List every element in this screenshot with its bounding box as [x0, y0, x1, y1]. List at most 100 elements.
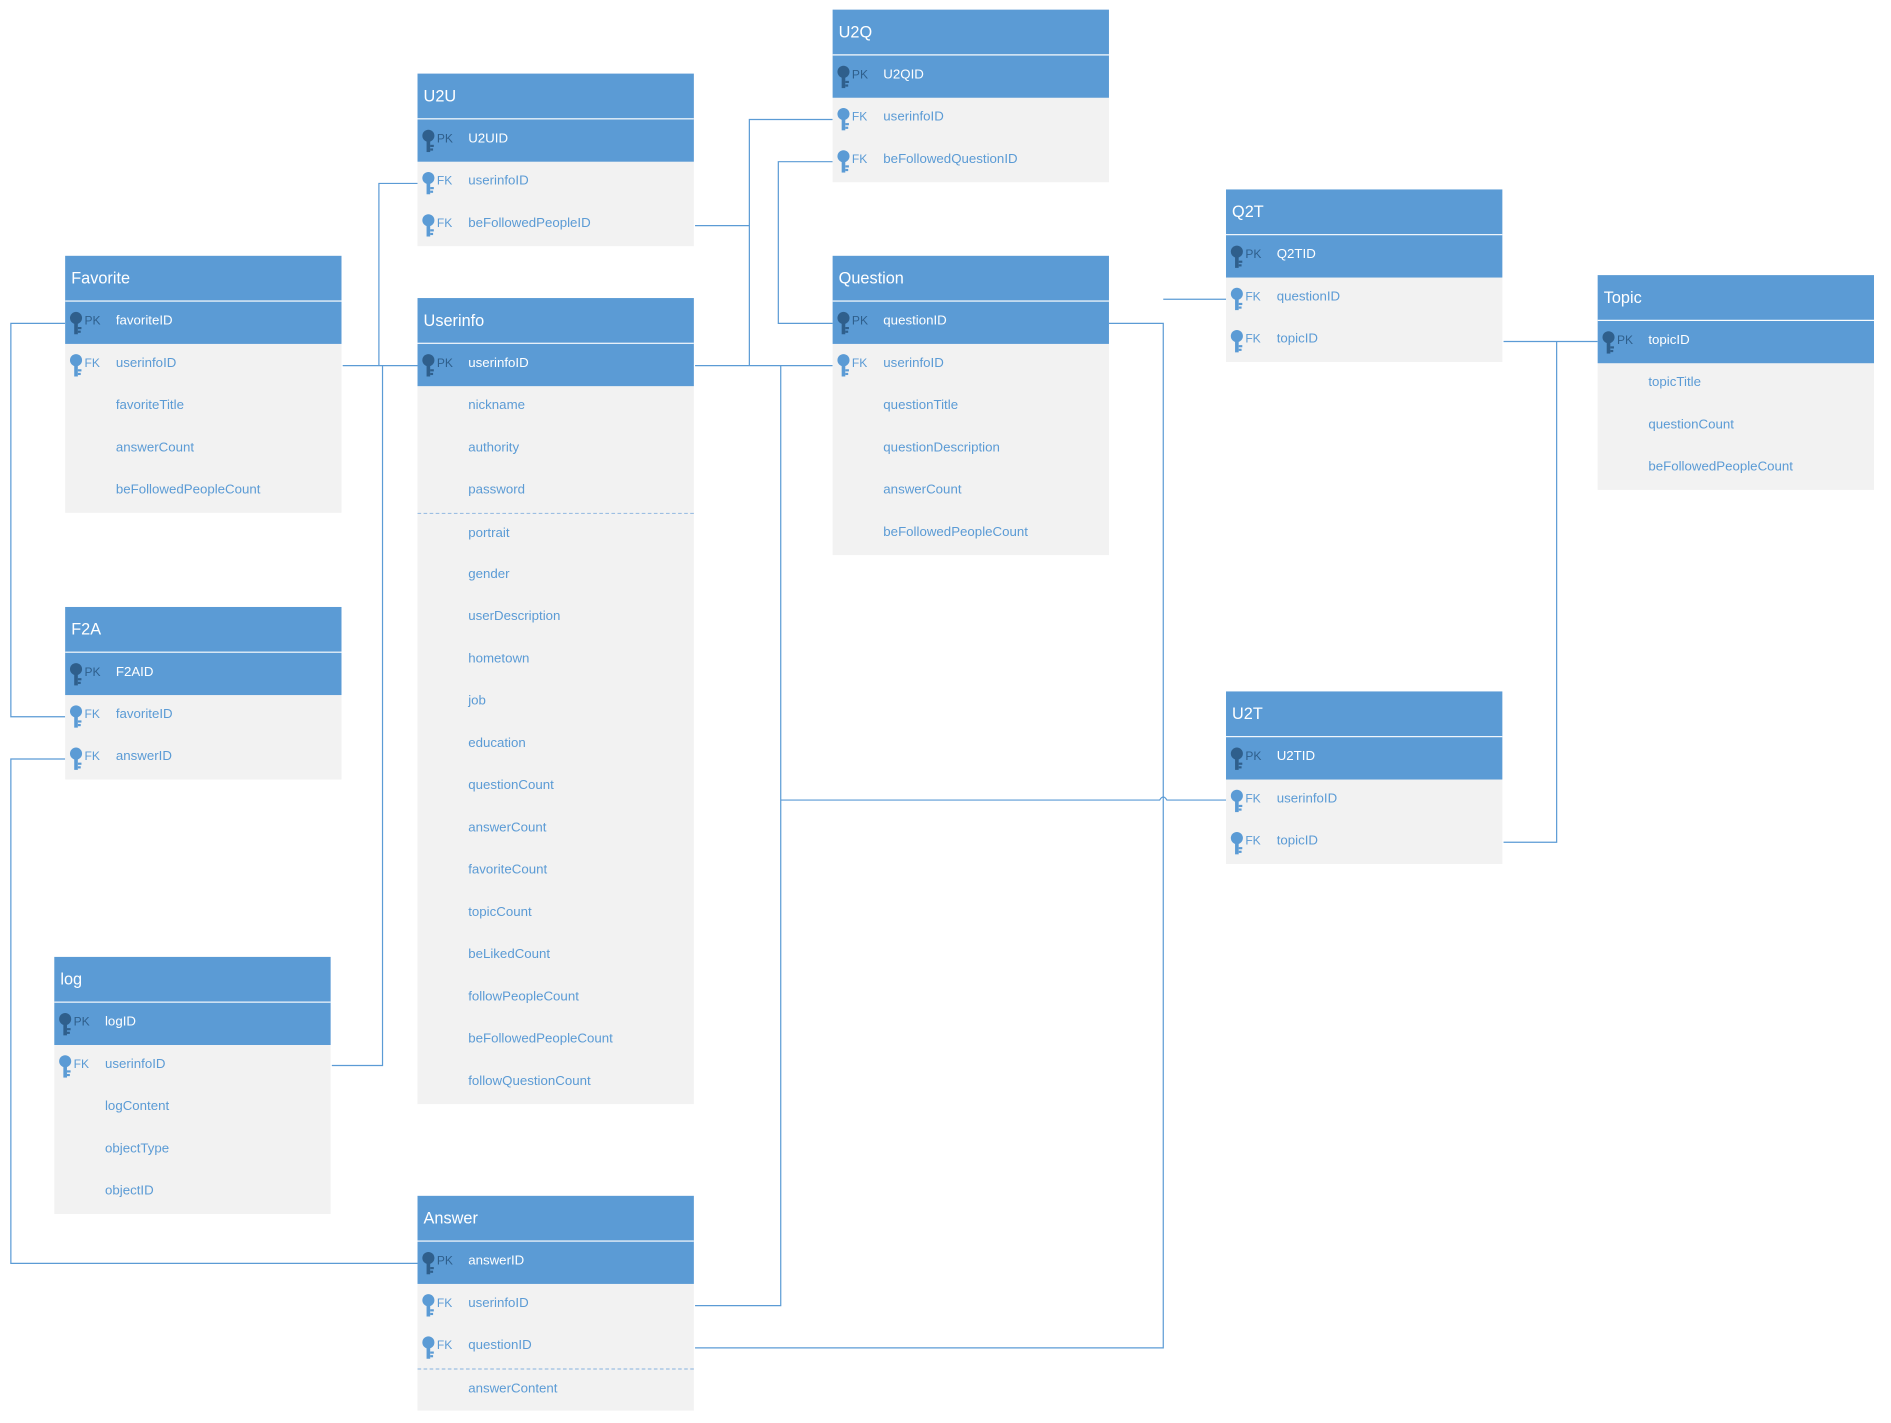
attribute-row: beFollowedPeopleCount [1598, 448, 1874, 490]
attribute-name: objectID [104, 1183, 154, 1199]
attribute-row: answerCount [833, 471, 1109, 513]
pk-label: PK [1245, 750, 1262, 764]
attribute-name: topicCount [468, 905, 532, 920]
attribute-name: objectType [104, 1141, 170, 1157]
entity-title: Answer [417, 1195, 694, 1242]
entity-title: U2Q [832, 9, 1109, 56]
attribute-name: questionID [883, 313, 947, 329]
entity-title: Topic [1597, 275, 1875, 321]
attribute-row: followQuestionCount [418, 1062, 694, 1104]
pk-label: PK [436, 357, 453, 371]
fk-label: FK [851, 357, 868, 371]
attribute-row: favoriteTitle [65, 386, 341, 428]
attribute-name: followPeopleCount [468, 989, 579, 1004]
key-icon [422, 1336, 435, 1359]
attribute-row: beLikedCount [418, 935, 694, 977]
attribute-row: answerContent [417, 1368, 694, 1410]
connector-u2t-userinfo [780, 796, 1227, 801]
pk-label: PK [73, 1016, 90, 1030]
connector-log-userinfo [331, 365, 384, 1067]
attribute-name: education [468, 736, 526, 751]
attribute-name: U2QID [883, 67, 924, 83]
key-icon [837, 354, 850, 377]
fk-label: FK [1245, 333, 1261, 347]
attribute-name: beFollowedPeopleCount [468, 1031, 613, 1047]
attribute-name: questionID [468, 1338, 532, 1353]
key-icon [59, 1055, 72, 1078]
attribute-name: U2TID [1276, 749, 1316, 764]
pk-label: PK [84, 314, 101, 329]
attribute-row: questionCount [1598, 405, 1874, 447]
attribute-name: userinfoID [1276, 791, 1338, 807]
pk-label: PK [1616, 334, 1634, 348]
entity-title: Question [832, 255, 1109, 302]
fk-label: FK [851, 111, 868, 125]
attribute-row: topicTitle [1598, 363, 1874, 405]
pk-label: PK [1245, 248, 1262, 262]
fk-label: FK [84, 357, 100, 371]
attribute-row: logContent [54, 1087, 330, 1129]
attribute-name: gender [468, 567, 510, 582]
attribute-name: answerID [115, 749, 172, 764]
key-icon [1230, 789, 1243, 813]
key-icon [837, 65, 850, 89]
attribute-name: beFollowedPeopleCount [1648, 459, 1794, 475]
fk-label: FK [436, 1339, 453, 1353]
attribute-row: nickname [418, 386, 694, 428]
attribute-name: beFollowedPeopleCount [883, 524, 1028, 540]
attribute-name: job [468, 693, 486, 709]
entity-title: Favorite [65, 255, 342, 302]
attribute-name: questionTitle [883, 398, 959, 413]
pk-label: PK [436, 132, 453, 147]
key-icon [422, 354, 435, 377]
key-icon [1230, 330, 1243, 353]
attribute-name: questionDescription [883, 440, 1000, 455]
entity-title: Userinfo [417, 298, 694, 344]
entity-title: log [54, 956, 331, 1003]
pk-label: PK [84, 666, 101, 680]
attribute-row: objectType [54, 1129, 330, 1171]
key-icon [69, 747, 83, 770]
connector-u2u-userinfo [378, 182, 418, 366]
fk-label: FK [1245, 835, 1261, 849]
fk-label: FK [436, 174, 453, 189]
connector-answer-userinfo [695, 365, 782, 1307]
attribute-name: topicID [1648, 333, 1690, 348]
key-icon [1230, 287, 1243, 311]
attribute-name: userinfoID [883, 109, 944, 125]
attribute-row: education [418, 724, 694, 766]
key-icon [422, 171, 435, 195]
attribute-name: favoriteTitle [115, 398, 184, 413]
key-icon [837, 107, 850, 131]
attribute-name: topicID [1276, 331, 1319, 347]
attribute-row: userDescription [418, 597, 694, 639]
attribute-name: answerID [468, 1253, 525, 1269]
attribute-name: questionID [1276, 289, 1341, 305]
key-icon [69, 663, 83, 686]
connector-u2q-question [777, 161, 833, 324]
primary-key-row: PK U2TID [1226, 737, 1503, 780]
key-icon [422, 214, 435, 237]
attribute-row: questionTitle [833, 386, 1109, 428]
attribute-name: userDescription [468, 609, 561, 624]
attribute-name: answerContent [468, 1381, 558, 1397]
